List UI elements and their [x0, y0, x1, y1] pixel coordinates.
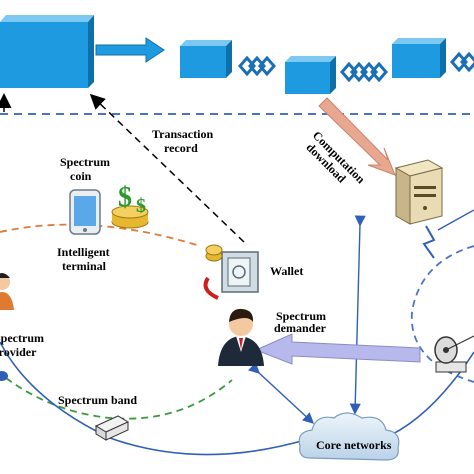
businessman-icon [218, 308, 264, 366]
lightning-icon [422, 225, 436, 259]
block-4 [392, 38, 446, 78]
server-tower-icon [394, 159, 444, 225]
spectrum-provider-label: Spectrumprovider [0, 331, 44, 359]
block-3 [285, 56, 336, 94]
router-icon [94, 415, 130, 441]
demander-arrow [254, 333, 421, 365]
dollar-coins-icon: $ $ [111, 182, 149, 229]
smartphone-icon [69, 189, 101, 235]
core-networks-label: Core networks [316, 438, 392, 452]
computation-download-arrow [318, 97, 396, 176]
provider-person-icon [0, 273, 14, 310]
block-arrow [95, 37, 165, 63]
chain-3-icon [450, 51, 474, 73]
svg-text:$: $ [136, 195, 146, 217]
chain-2-icon [340, 61, 388, 83]
spectrum-band-label: Spectrum band [58, 393, 137, 407]
cloud-icon [298, 412, 400, 461]
wallet-label: Wallet [270, 264, 303, 278]
block-large [0, 15, 94, 88]
green-dashed-arc [5, 377, 233, 420]
block-2 [180, 40, 232, 78]
satellite-dish-icon [434, 335, 474, 373]
left-device-icon [0, 371, 8, 381]
chain-1-icon [238, 55, 276, 77]
wallet-safe-icon [203, 244, 259, 300]
server-ring-link [437, 209, 474, 231]
demander-core-link [248, 362, 315, 424]
svg-text:$: $ [118, 182, 132, 213]
server-core-link [349, 215, 366, 415]
